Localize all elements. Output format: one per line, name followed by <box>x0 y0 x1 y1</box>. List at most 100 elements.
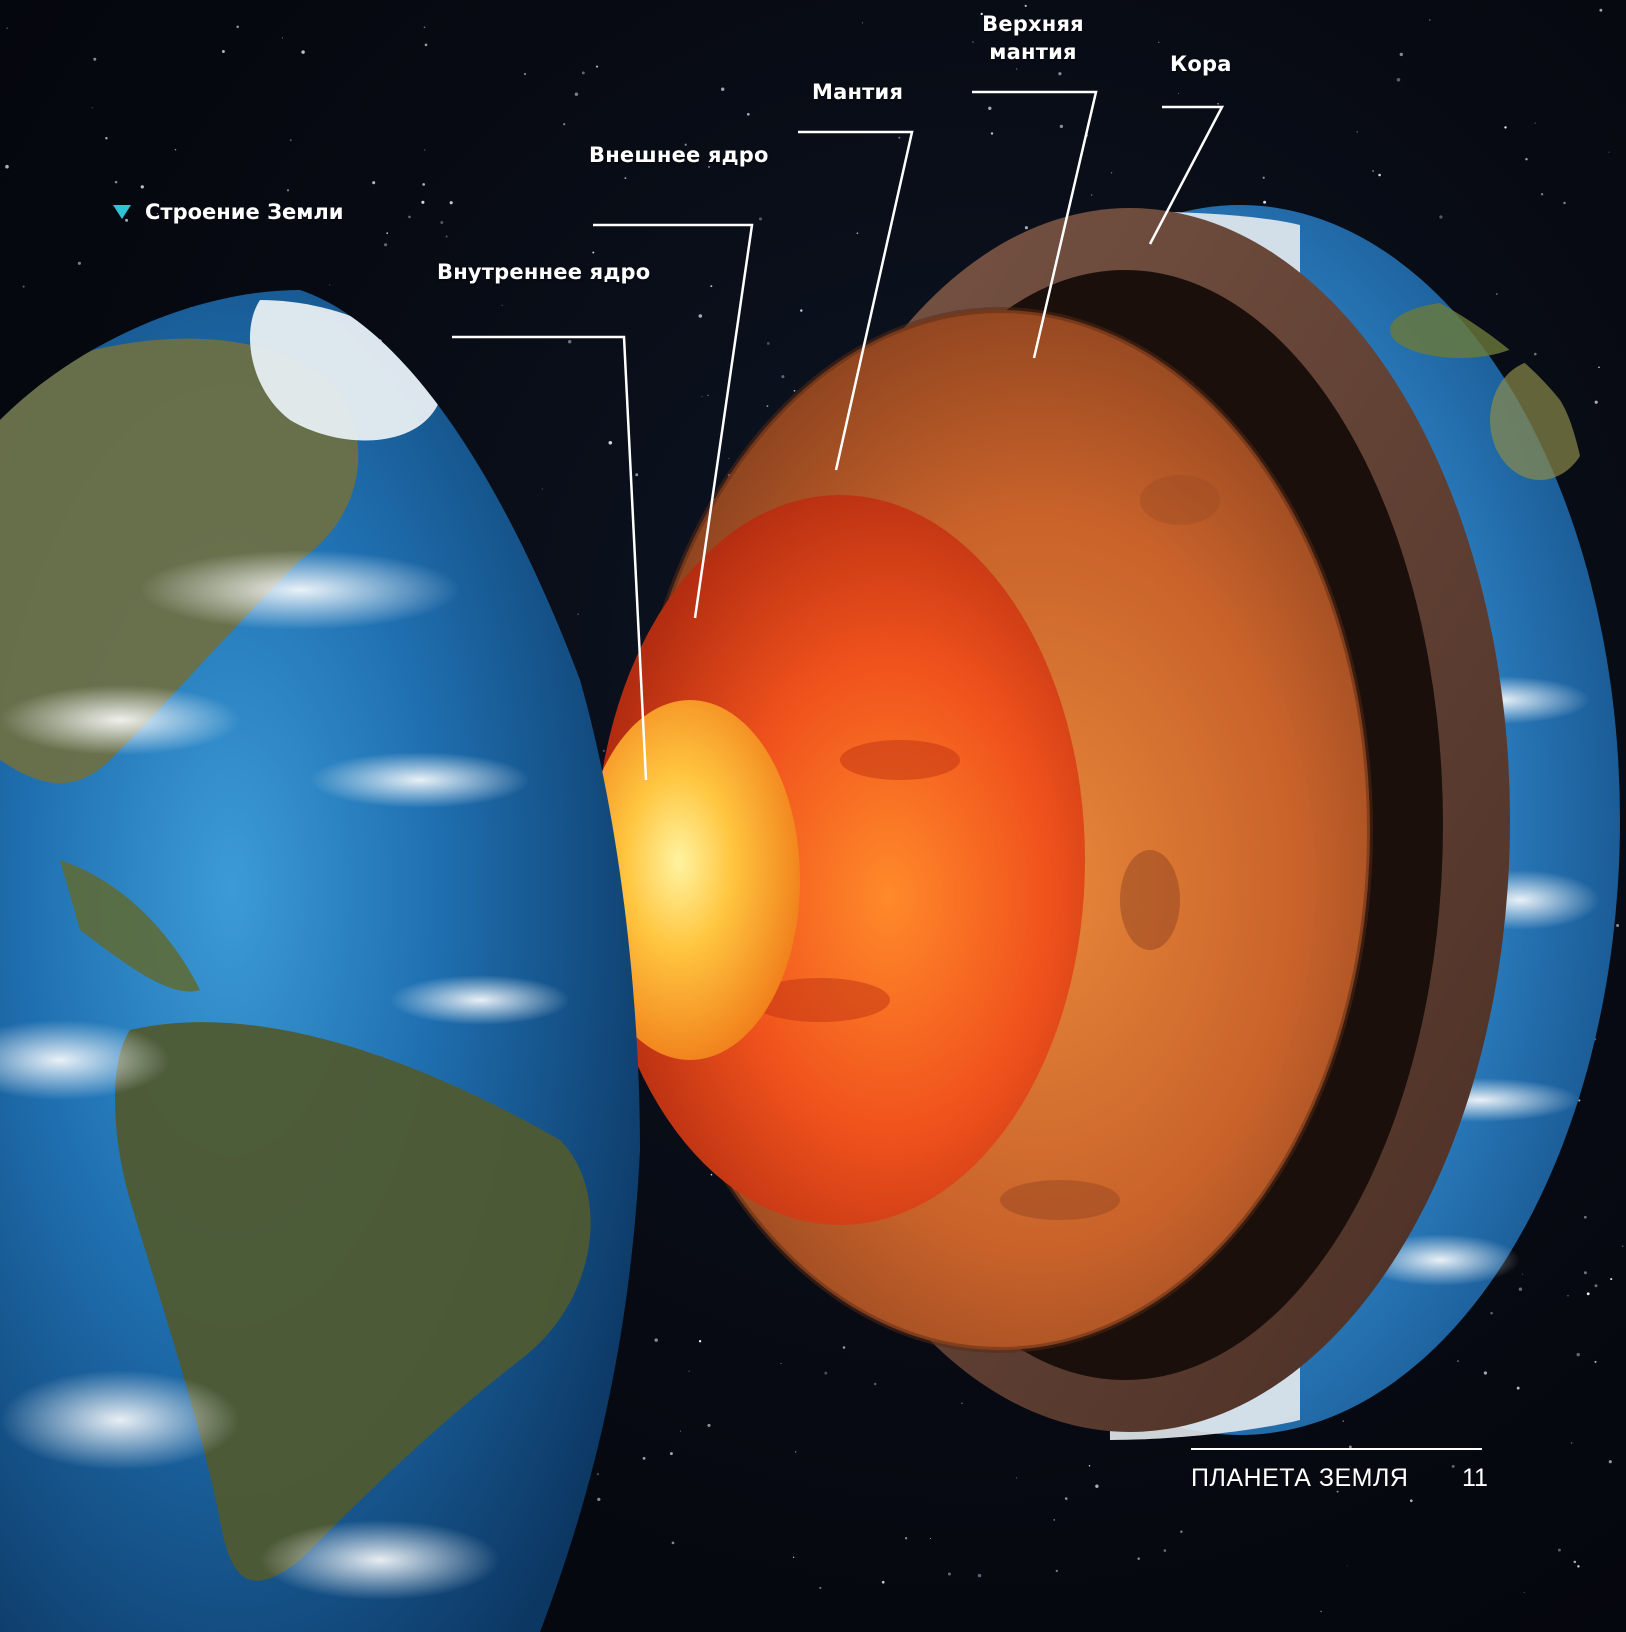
label-upper-mantle: Верхняя мантия <box>978 10 1088 66</box>
leader-line-upper-mantle <box>972 90 1098 359</box>
star <box>221 50 225 53</box>
star <box>929 1538 931 1539</box>
star <box>1534 352 1537 356</box>
star <box>1356 131 1358 133</box>
star <box>422 183 426 186</box>
star <box>1024 4 1027 8</box>
star <box>1516 1386 1520 1390</box>
star <box>440 221 444 224</box>
star <box>1346 1565 1348 1567</box>
star <box>574 92 579 96</box>
star <box>501 304 503 306</box>
star <box>1053 1519 1055 1521</box>
star <box>1178 92 1179 94</box>
star <box>596 1472 600 1476</box>
star <box>602 749 605 753</box>
star <box>698 1340 702 1343</box>
footer-divider <box>1191 1448 1482 1450</box>
star <box>1320 1610 1322 1613</box>
star <box>1570 1441 1573 1444</box>
footer-title: ПЛАНЕТА ЗЕМЛЯ <box>1191 1464 1409 1492</box>
star <box>1504 126 1507 129</box>
label-upper-mantle-line1: Верхняя <box>982 12 1084 36</box>
star <box>1024 226 1028 230</box>
star <box>701 396 703 398</box>
star <box>1521 1273 1523 1275</box>
star <box>1540 193 1544 196</box>
star <box>1598 366 1600 369</box>
star <box>140 185 144 189</box>
star <box>1586 1292 1590 1296</box>
star <box>824 1371 828 1375</box>
star <box>1576 1352 1580 1357</box>
star <box>1055 1569 1059 1573</box>
star <box>980 12 983 16</box>
star <box>329 284 331 286</box>
star <box>281 37 283 39</box>
star <box>856 232 859 235</box>
star <box>93 57 97 61</box>
star <box>1594 400 1598 404</box>
star <box>423 26 426 29</box>
star <box>988 106 992 111</box>
star <box>708 166 710 168</box>
star <box>445 235 448 238</box>
star <box>1621 1245 1624 1248</box>
star <box>793 389 796 392</box>
star <box>861 22 863 24</box>
star <box>1180 1530 1183 1533</box>
star <box>577 613 579 616</box>
star <box>449 201 453 205</box>
star <box>1091 194 1093 196</box>
star <box>654 1338 658 1342</box>
star <box>408 215 411 219</box>
star <box>1490 1311 1493 1315</box>
star <box>301 50 305 54</box>
star <box>289 139 292 142</box>
star <box>766 405 769 408</box>
star <box>421 200 425 204</box>
star <box>22 285 25 288</box>
star <box>721 87 725 91</box>
star <box>898 136 901 139</box>
label-upper-mantle-line2: мантия <box>989 40 1077 64</box>
star <box>1137 1557 1140 1560</box>
star <box>904 1537 908 1540</box>
star <box>424 149 426 151</box>
star <box>990 132 994 135</box>
star <box>125 218 129 222</box>
star <box>1608 151 1610 153</box>
star <box>800 309 803 312</box>
star <box>972 41 974 43</box>
star <box>6 27 8 29</box>
star <box>1573 1560 1577 1564</box>
star <box>624 177 627 180</box>
star <box>597 1497 601 1502</box>
star <box>1217 103 1219 105</box>
star <box>1534 122 1536 124</box>
label-mantle: Мантия <box>812 80 904 104</box>
star <box>842 1346 846 1349</box>
leader-line-crust <box>1148 105 1225 245</box>
star <box>424 43 428 47</box>
star <box>1594 1360 1597 1363</box>
star <box>1372 169 1375 173</box>
star <box>1015 1477 1018 1479</box>
star <box>1563 201 1566 205</box>
star <box>541 488 543 490</box>
star <box>286 189 290 192</box>
star <box>679 1430 681 1432</box>
star <box>1616 924 1620 927</box>
star <box>1158 41 1160 44</box>
star <box>1610 1278 1613 1281</box>
leader-lines <box>452 90 1225 781</box>
star <box>1525 158 1528 161</box>
star <box>372 181 376 185</box>
star <box>236 25 239 29</box>
star <box>1059 124 1064 129</box>
star <box>1577 1565 1580 1568</box>
star <box>1111 172 1113 174</box>
star <box>5 164 9 169</box>
